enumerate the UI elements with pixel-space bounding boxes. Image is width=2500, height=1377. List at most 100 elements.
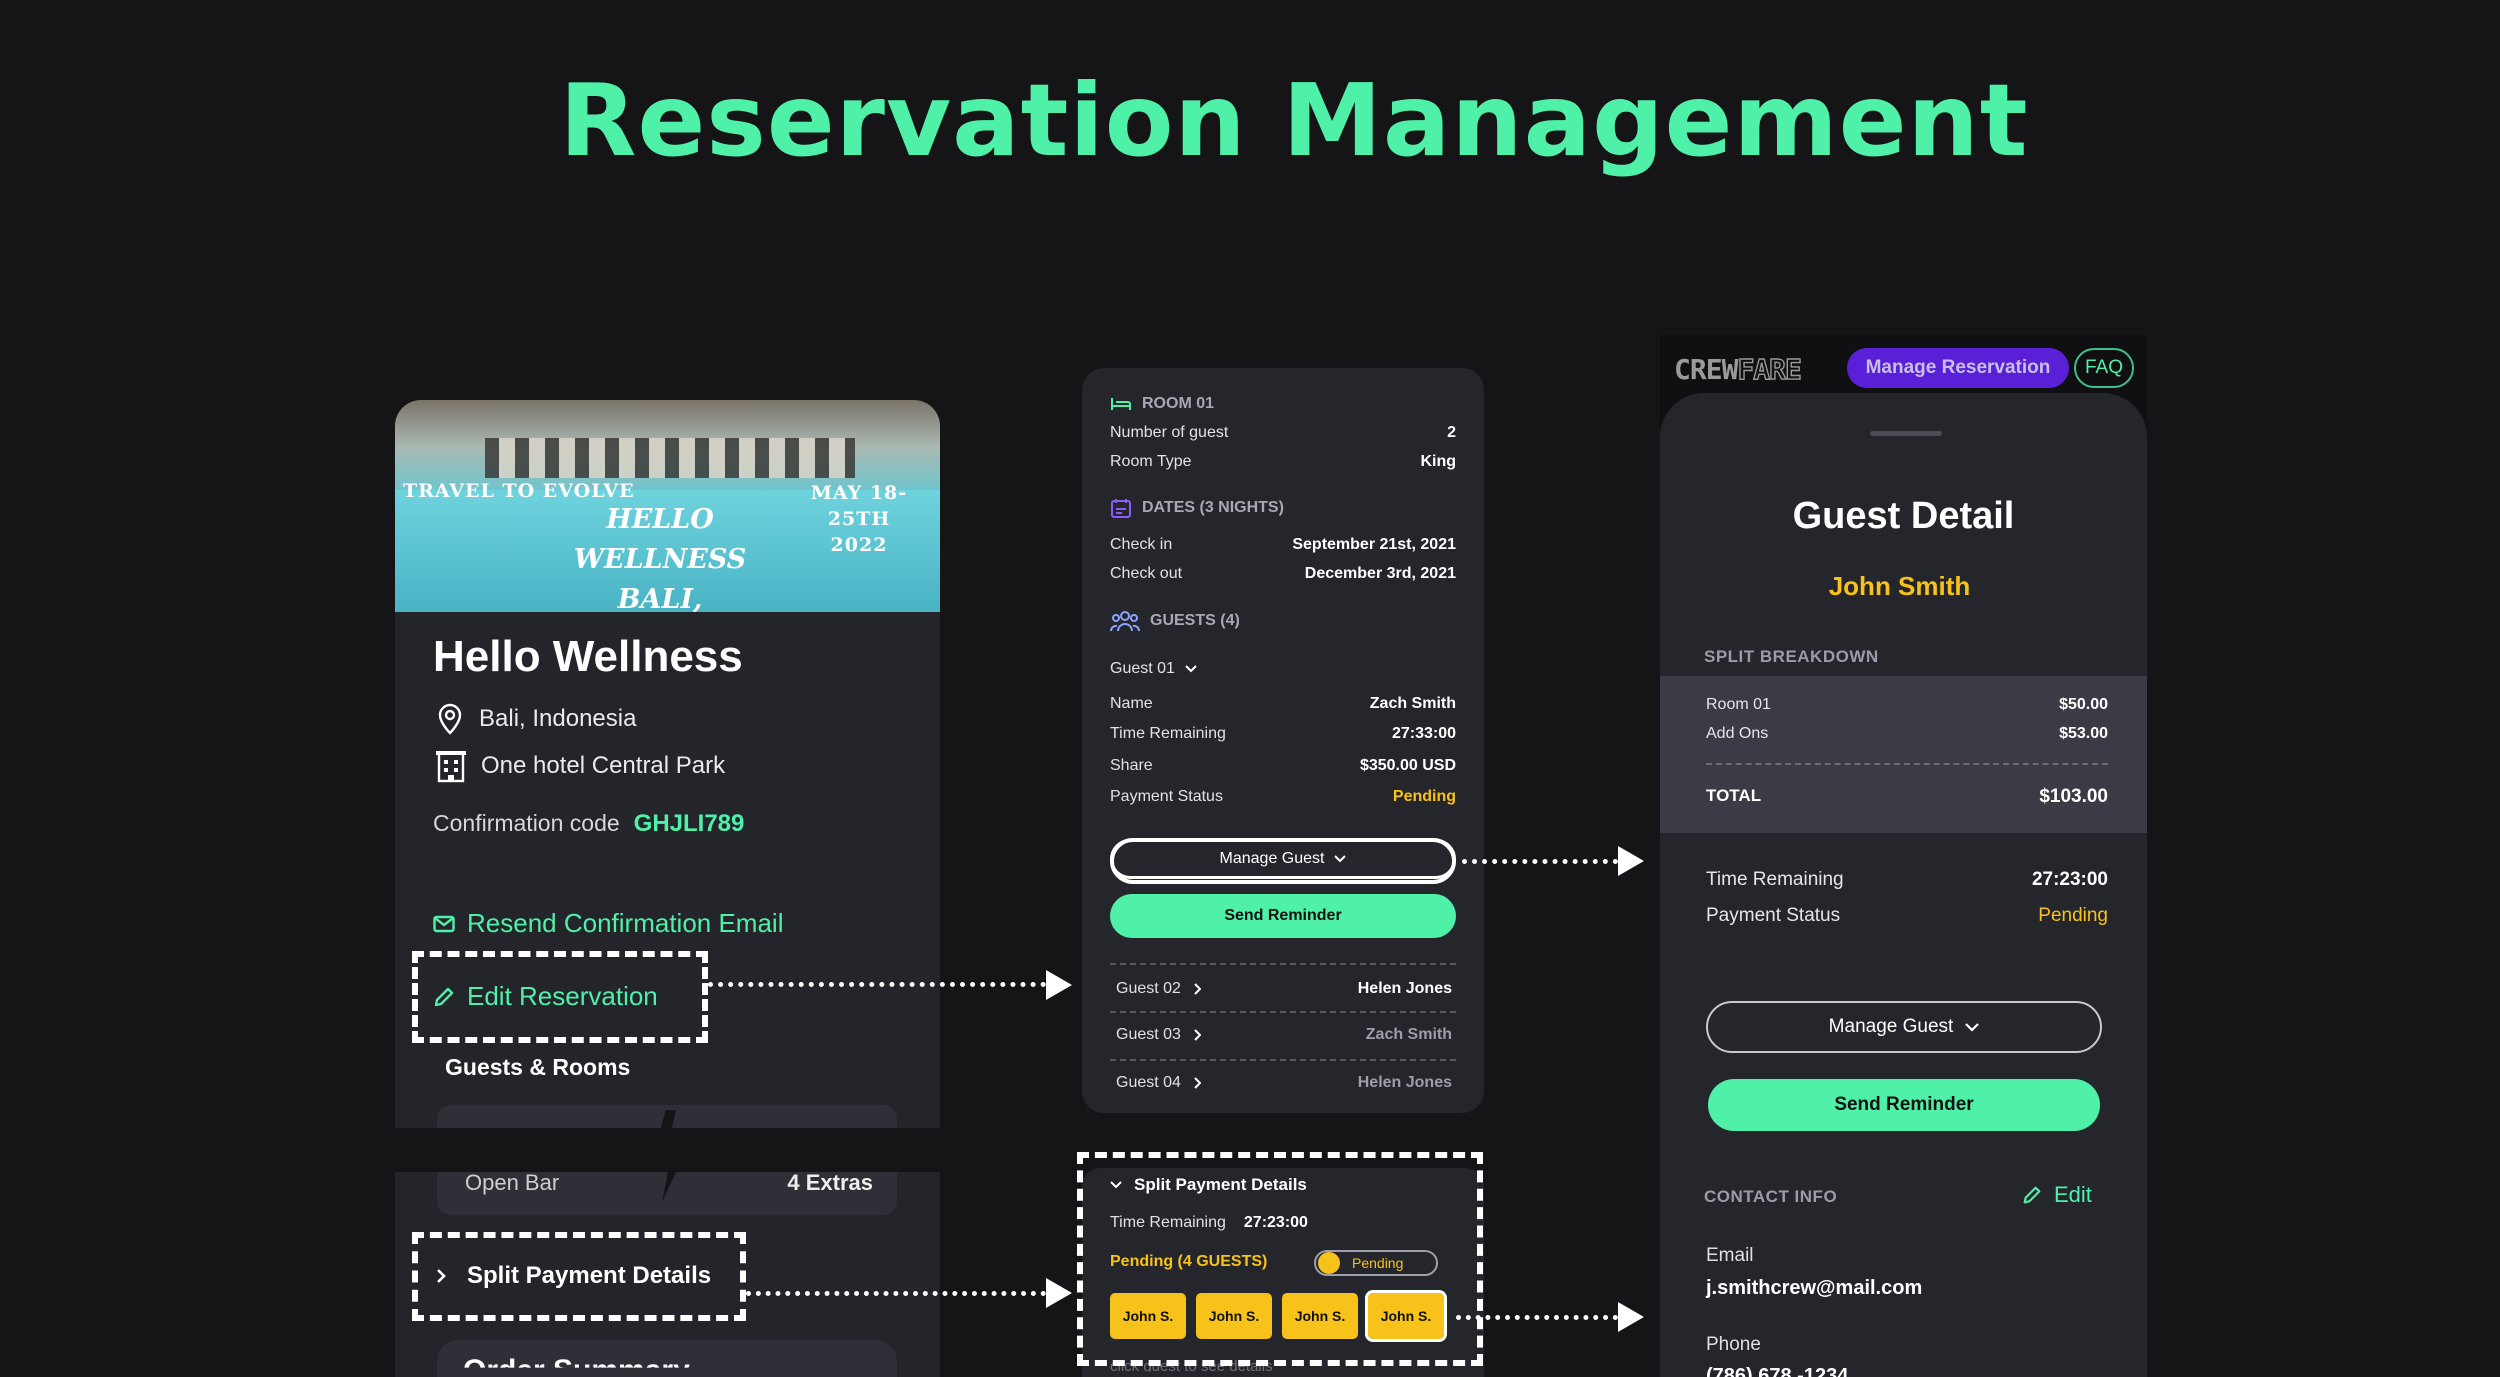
checkin-label: Check in — [1110, 536, 1173, 553]
event-title: Hello Wellness — [433, 632, 743, 681]
confirmation-label: Confirmation code — [433, 810, 620, 836]
banner-date: MAY 18- 25TH 2022 — [784, 480, 934, 558]
guest-row[interactable]: Guest 04 Helen Jones — [1116, 1074, 1452, 1092]
arrow-right-icon — [1046, 1278, 1072, 1308]
open-bar-row: Open Bar 4 Extras — [465, 1170, 873, 1196]
edit-reservation-label: Edit Reservation — [467, 981, 658, 1011]
split-payment-card: Split Payment Details Time Remaining 27:… — [1082, 1168, 1484, 1377]
bed-icon — [1111, 398, 1131, 410]
guest-detail-title: Guest Detail — [1792, 495, 2015, 537]
pencil-icon — [434, 987, 454, 1006]
guest-name-label: Name — [1110, 695, 1153, 712]
total-label: TOTAL — [1706, 786, 1762, 805]
arrow-right-icon — [1046, 970, 1072, 1000]
guest-name-value: Zach Smith — [1369, 695, 1456, 712]
split-payment-title: Split Payment Details — [1134, 1175, 1307, 1194]
guest-chip[interactable]: John S. — [1282, 1293, 1358, 1339]
guest-row-label: Guest 03 — [1116, 1026, 1181, 1043]
banner-date-line2: 2022 — [830, 534, 888, 556]
guest-row-label: Guest 02 — [1116, 980, 1181, 997]
hotel-building-icon — [436, 751, 466, 783]
resend-confirmation-link[interactable]: Resend Confirmation Email — [433, 908, 783, 939]
banner-headline-line1: HELLO WELLNESS — [573, 504, 747, 575]
break-lightning-icon — [654, 1110, 684, 1202]
room-label: ROOM 01 — [1142, 395, 1215, 412]
divider — [1110, 1011, 1456, 1013]
divider — [1110, 1059, 1456, 1061]
guest-chip[interactable]: John S. — [1196, 1293, 1272, 1339]
guest-row-name: Helen Jones — [1357, 1074, 1452, 1091]
guests-rooms-heading: Guests & Rooms — [445, 1054, 631, 1080]
time-remaining-label: Time Remaining — [1110, 725, 1226, 742]
num-guest-label: Number of guest — [1110, 424, 1229, 441]
checkout-value: December 3rd, 2021 — [1304, 565, 1456, 582]
split-payment-label: Split Payment Details — [467, 1262, 712, 1289]
arrow-right-icon — [1618, 1302, 1644, 1332]
chevron-right-icon — [1194, 1077, 1201, 1089]
event-card: TRAVEL TO EVOLVE MAY 18- 25TH 2022 HELLO… — [395, 400, 940, 1377]
flow-arrow-line — [1462, 859, 1618, 864]
send-reminder-button[interactable]: Send Reminder — [1110, 894, 1456, 938]
phone-value: (786) 678 -1234 — [1706, 1365, 1849, 1377]
guest-chip[interactable]: John S. — [1365, 1290, 1447, 1342]
confirmation-code: GHJLI789 — [633, 810, 745, 837]
time-remaining-value: 27:23:00 — [2031, 869, 2108, 890]
payment-status-value: Pending — [2038, 905, 2108, 926]
guest01-label: Guest 01 — [1110, 660, 1175, 677]
highlight-split-card — [1077, 1152, 1483, 1366]
event-hotel: One hotel Central Park — [435, 749, 725, 783]
checkout-label: Check out — [1110, 565, 1183, 582]
banner-headline-line2: BALI, INDONESIA — [617, 584, 703, 612]
banner-pool — [395, 490, 940, 612]
banner-tagline: TRAVEL TO EVOLVE — [403, 480, 635, 502]
faq-nav[interactable]: FAQ — [2074, 348, 2134, 388]
open-bar-label: Open Bar — [465, 1170, 560, 1195]
guest-row-name: Zach Smith — [1365, 1026, 1452, 1043]
split-time-value: 27:23:00 — [1243, 1214, 1308, 1231]
arrow-right-icon — [1618, 846, 1644, 876]
dates-label: DATES (3 NIGHTS) — [1142, 499, 1284, 516]
share-row: Share$350.00 USD — [1110, 757, 1456, 775]
order-summary-card[interactable]: Order Summary — [437, 1340, 897, 1377]
payment-status-label: Payment Status — [1706, 905, 1841, 926]
edit-contact-button[interactable]: Edit — [2022, 1182, 2092, 1208]
guest-row-name: Helen Jones — [1357, 980, 1452, 997]
payment-status-value: Pending — [1392, 788, 1456, 805]
pending-toggle[interactable]: Pending — [1314, 1250, 1438, 1276]
chevron-down-icon — [1185, 665, 1197, 673]
event-location: Bali, Indonesia — [435, 703, 636, 735]
send-reminder-button[interactable]: Send Reminder — [1708, 1079, 2100, 1131]
confirmation-code-row: Confirmation code GHJLI789 — [433, 810, 744, 838]
chevron-down-icon — [1110, 1181, 1122, 1189]
total-value: $103.00 — [2039, 786, 2108, 807]
logo-crew: CREW — [1674, 353, 1738, 386]
chevron-down-icon — [1965, 1022, 1980, 1032]
guest-chip[interactable]: John S. — [1110, 1293, 1186, 1339]
split-payment-header[interactable]: Split Payment Details — [1110, 1175, 1307, 1195]
sheet-handle[interactable] — [1870, 431, 1942, 436]
edit-reservation-link[interactable]: Edit Reservation — [433, 981, 658, 1012]
guest01-dropdown[interactable]: Guest 01 — [1110, 660, 1197, 678]
manage-reservation-nav[interactable]: Manage Reservation — [1847, 348, 2069, 388]
chevron-right-icon — [437, 1269, 446, 1283]
guests-label: GUESTS (4) — [1150, 612, 1240, 629]
chevron-right-icon — [1194, 983, 1201, 995]
order-summary-label: Order Summary — [463, 1354, 690, 1377]
divider — [1110, 963, 1456, 965]
split-payment-toggle[interactable]: Split Payment Details — [435, 1262, 711, 1290]
guest-row[interactable]: Guest 03 Zach Smith — [1116, 1026, 1452, 1044]
flow-arrow-line — [708, 982, 1046, 987]
chevron-down-icon — [1334, 855, 1347, 863]
split-breakdown-panel — [1660, 676, 2147, 833]
manage-guest-button[interactable]: Manage Guest — [1706, 1001, 2102, 1053]
addons-value: $53.00 — [2059, 725, 2108, 742]
group-icon — [1110, 611, 1140, 632]
room-charge-label: Room 01 — [1706, 696, 1771, 713]
addons-row: Add Ons$53.00 — [1706, 725, 2108, 743]
guest-row[interactable]: Guest 02 Helen Jones — [1116, 980, 1452, 998]
resend-label: Resend Confirmation Email — [467, 908, 784, 938]
